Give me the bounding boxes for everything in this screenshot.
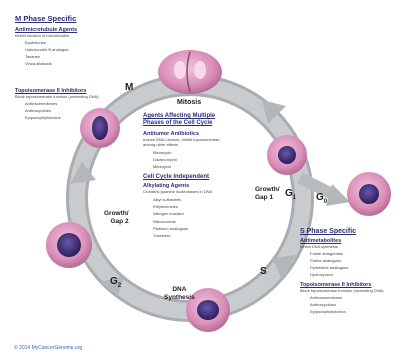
multi-phase-title-2: Phases of the Cell Cycle: [143, 120, 221, 127]
drug-item: Halichondrin B analogue: [25, 46, 77, 53]
drug-item: Pyrimidine analogues: [310, 264, 384, 271]
drug-item: Taxanes: [25, 53, 77, 60]
m-phase-panel: M Phase Specific Antimicrotubule Agents …: [15, 14, 77, 67]
drug-item: Hydroxyurea: [310, 271, 384, 278]
drug-item: Epipodophyllotoxins: [310, 308, 384, 315]
antimicrotubule-drug-list: Epothilones Halichondrin B analogue Taxa…: [25, 39, 77, 67]
topo2-left-drug-list: Anthracenediones Anthracyclines Epipodop…: [25, 100, 99, 121]
drug-item: Anthracenediones: [25, 100, 99, 107]
g1-symbol-letter: G: [285, 188, 293, 199]
alkylating-drug-list: Alkyl sulfonates Ethylenimines Nitrogen …: [153, 196, 221, 239]
cell-cycle-independent-title: Cell Cycle Independent: [143, 174, 221, 180]
g2-growth-label: Growth/ Gap 2: [104, 210, 129, 226]
mitosis-label: Mitosis: [177, 99, 201, 106]
g2-line2: Gap 2: [104, 218, 129, 226]
drug-item: Alkyl sulfonates: [153, 196, 221, 203]
multi-phase-title-1: Agents Affecting Multiple: [143, 113, 221, 120]
drug-item: Dactinomycin: [153, 156, 221, 163]
g2-symbol-sub: 2: [118, 283, 121, 289]
topo-right-drug-list: Anthracenediones Anthracyclines Epipodop…: [310, 294, 384, 315]
dna-line2: Synthesis: [164, 294, 195, 302]
topo2-left-note: Block topoisomerase function (unwinding …: [15, 94, 99, 99]
center-panel: Agents Affecting Multiple Phases of the …: [143, 113, 221, 239]
antimicrotubule-note: Inhibit function of microtubules: [15, 33, 77, 38]
g2-symbol-letter: G: [110, 276, 118, 287]
drug-item: Triazenes: [153, 232, 221, 239]
drug-item: Anthracenediones: [310, 294, 384, 301]
topo-right-note: Block topoisomerase function (unwinding …: [300, 288, 384, 293]
drug-item: Anthracyclines: [310, 301, 384, 308]
topo2-left-panel: Topoisomerase II Inhibitors Block topois…: [15, 88, 99, 121]
drug-item: Epipodophyllotoxins: [25, 114, 99, 121]
s-phase-title: S Phase Specific: [300, 228, 384, 235]
drug-item: Ethylenimines: [153, 203, 221, 210]
drug-item: Bleomycin: [153, 149, 221, 156]
mitosis-cell: [158, 50, 222, 94]
g2-symbol: G2: [110, 276, 121, 289]
m-label: M: [125, 82, 133, 93]
drug-item: Purine analogues: [310, 257, 384, 264]
g0-symbol-letter: G: [316, 192, 324, 203]
alkylating-note: Crosslink guanine nucleobases in DNA: [143, 189, 221, 194]
antitumor-drug-list: Bleomycin Dactinomycin Mitomycin: [153, 149, 221, 170]
drug-item: Nitrosoureas: [153, 218, 221, 225]
g0-symbol-sub: 0: [324, 199, 327, 205]
drug-item: Vinca alkaloids: [25, 60, 77, 67]
g0-symbol: G0: [316, 192, 327, 205]
g2-cell: [46, 222, 92, 268]
g1-growth-label: Growth/ Gap 1: [255, 186, 280, 202]
antitumor-note-2: among other effects: [143, 142, 221, 147]
drug-item: Mitomycin: [153, 163, 221, 170]
s-phase-panel: S Phase Specific Antimetabolites Inhibit…: [300, 228, 384, 315]
g0-cell: [347, 172, 391, 216]
dna-line1: DNA: [164, 286, 195, 294]
g1-symbol-sub: 1: [293, 195, 296, 201]
dna-synthesis-label: DNA Synthesis: [164, 286, 195, 302]
g1-line2: Gap 1: [255, 194, 280, 202]
drug-item: Epothilones: [25, 39, 77, 46]
g1-line1: Growth/: [255, 186, 280, 194]
g1-cell: [267, 135, 307, 175]
copyright-footer: © 2014 MyCancerGenome.org: [14, 345, 82, 351]
antimetabolites-note: Inhibit DNA synthesis: [300, 244, 384, 249]
s-label: S: [260, 266, 267, 277]
g2-line1: Growth/: [104, 210, 129, 218]
drug-item: Anthracyclines: [25, 107, 99, 114]
antimetabolites-drug-list: Folate antagonists Purine analogues Pyri…: [310, 250, 384, 278]
m-phase-title: M Phase Specific: [15, 14, 77, 23]
g1-symbol: G1: [285, 188, 296, 201]
drug-item: Folate antagonists: [310, 250, 384, 257]
drug-item: Nitrogen mustard: [153, 210, 221, 217]
drug-item: Platinum analogues: [153, 225, 221, 232]
